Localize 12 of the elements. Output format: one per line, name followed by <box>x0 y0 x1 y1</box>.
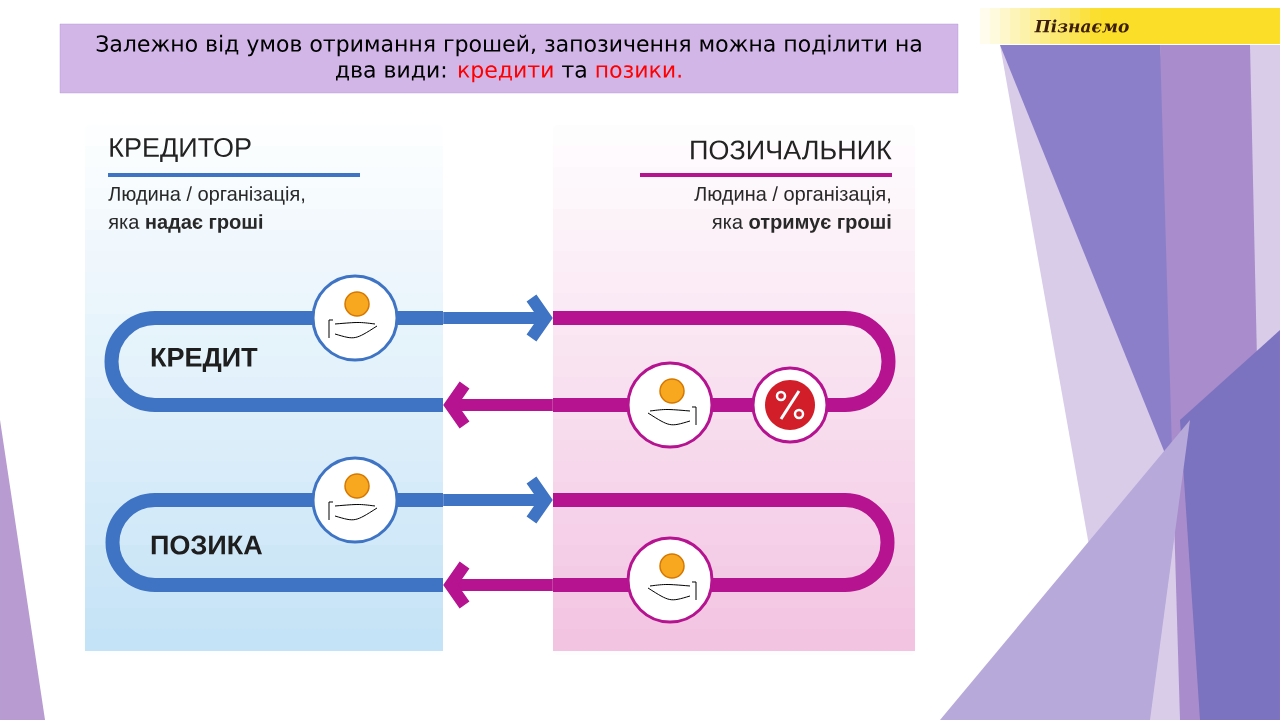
node-label: КРЕДИТОР <box>110 137 251 163</box>
arrow <box>443 294 553 342</box>
node-label: ПОЗИЧАЛЬНИК <box>691 140 892 160</box>
arrow <box>443 476 553 524</box>
arrow <box>443 381 553 429</box>
section-banner: Пізнаємо <box>970 8 1280 44</box>
title-box: Залежно від умов отримання грошей, запозичення можна поділити на два види: кредити та позики. <box>59 23 959 94</box>
node-label: Людина / організація, яка надає гроші <box>108 186 305 233</box>
loop-label: КРЕДИТ <box>151 348 258 372</box>
loop-label: ПОЗИКА <box>151 535 262 555</box>
node-label: Людина / організація, яка отримує гроші <box>694 186 891 233</box>
arrow <box>443 561 553 609</box>
